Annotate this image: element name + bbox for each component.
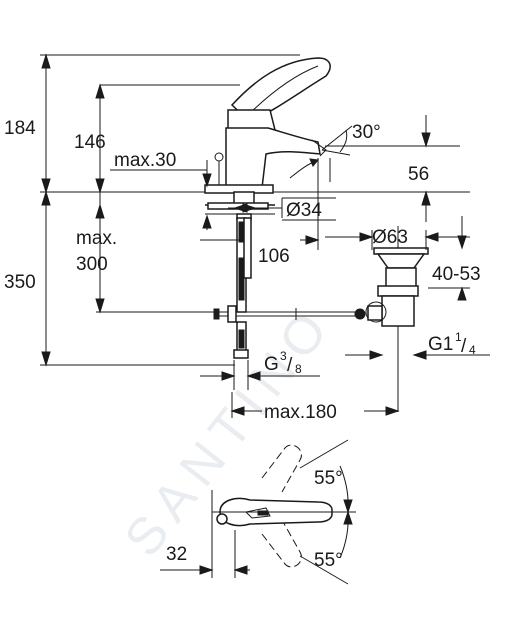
label-g-connection-slash: / (287, 355, 293, 376)
label-max: max. (76, 228, 117, 249)
mounting-hardware (205, 191, 360, 359)
faucet-top-view (160, 439, 356, 585)
label-diameter-34: Ø34 (286, 200, 322, 221)
label-g-connection-den: 8 (295, 362, 302, 376)
label-g1-thread: G1 (428, 334, 453, 355)
label-g1-thread-num: 1 (455, 330, 462, 344)
label-32: 32 (166, 544, 187, 565)
label-40-53: 40-53 (432, 264, 481, 285)
label-max180: max.180 (264, 402, 337, 423)
label-300: 300 (76, 254, 108, 275)
label-146: 146 (74, 132, 106, 153)
label-56: 56 (408, 164, 429, 185)
label-g-connection: G (264, 354, 279, 375)
label-g-connection-num: 3 (280, 349, 287, 363)
faucet-side-view (40, 54, 470, 205)
label-diameter-63: Ø63 (372, 227, 408, 248)
watermark-text: SANTINO (114, 294, 345, 567)
label-350: 350 (4, 272, 36, 293)
label-angle-55-lower: 55° (314, 550, 343, 571)
label-angle-55-upper: 55° (314, 468, 343, 489)
label-184: 184 (4, 118, 36, 139)
dimension-lines (40, 53, 490, 418)
waste-assembly (354, 226, 429, 412)
label-106: 106 (258, 246, 290, 267)
label-g1-thread-den: 4 (469, 343, 476, 357)
label-g1-thread-slash: / (461, 336, 467, 357)
label-angle-30: 30° (352, 122, 381, 143)
label-max30: max.30 (114, 150, 176, 171)
